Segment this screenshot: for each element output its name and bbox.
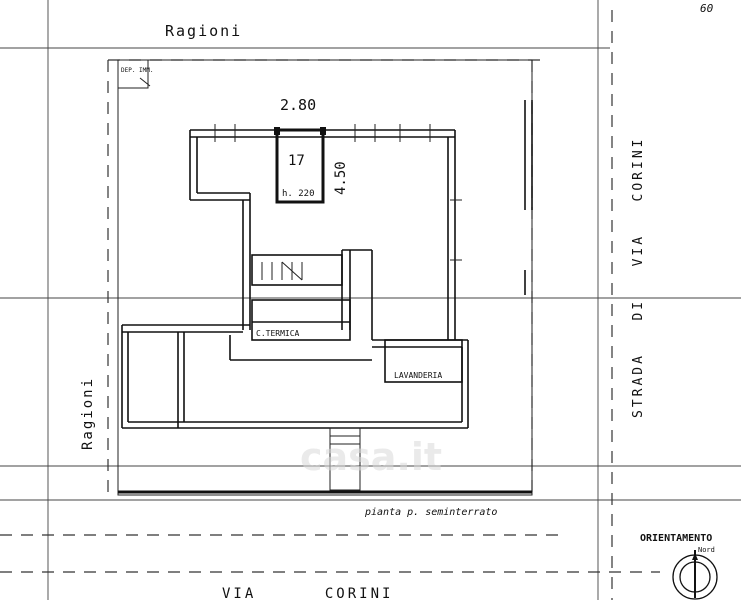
lot-outline: [117, 59, 533, 496]
plan-caption: pianta p. seminterrato: [364, 507, 497, 518]
wall-ticks: [214, 124, 462, 261]
lavanderia-label: LAVANDERIA: [394, 371, 442, 380]
orientamento-label: ORIENTAMENTO: [640, 533, 712, 544]
dimension-height: 4.50: [333, 161, 349, 195]
room-height: h. 220: [282, 189, 315, 199]
left-ragioni-label: Ragioni: [80, 377, 96, 450]
watermark: casa.it: [300, 435, 442, 479]
corner-mark: 60: [700, 2, 714, 15]
room-17: [274, 127, 326, 204]
dimension-width: 2.80: [280, 96, 316, 114]
centrale-termica-label: C.TERMICA: [256, 329, 300, 338]
building-walls: [121, 100, 533, 491]
property-boundary: [0, 10, 660, 600]
dep-imm-box: [117, 59, 151, 89]
dep-imm-label: DEP. IMM.: [121, 67, 154, 74]
right-street-label: STRADA DI VIA CORINI: [631, 137, 646, 419]
top-ragioni-label: Ragioni: [165, 22, 242, 40]
bottom-street-label: VIA CORINI: [222, 586, 393, 600]
north-compass: ORIENTAMENTO Nord: [640, 533, 718, 600]
room-number: 17: [288, 153, 305, 169]
nord-label: Nord: [698, 546, 715, 554]
